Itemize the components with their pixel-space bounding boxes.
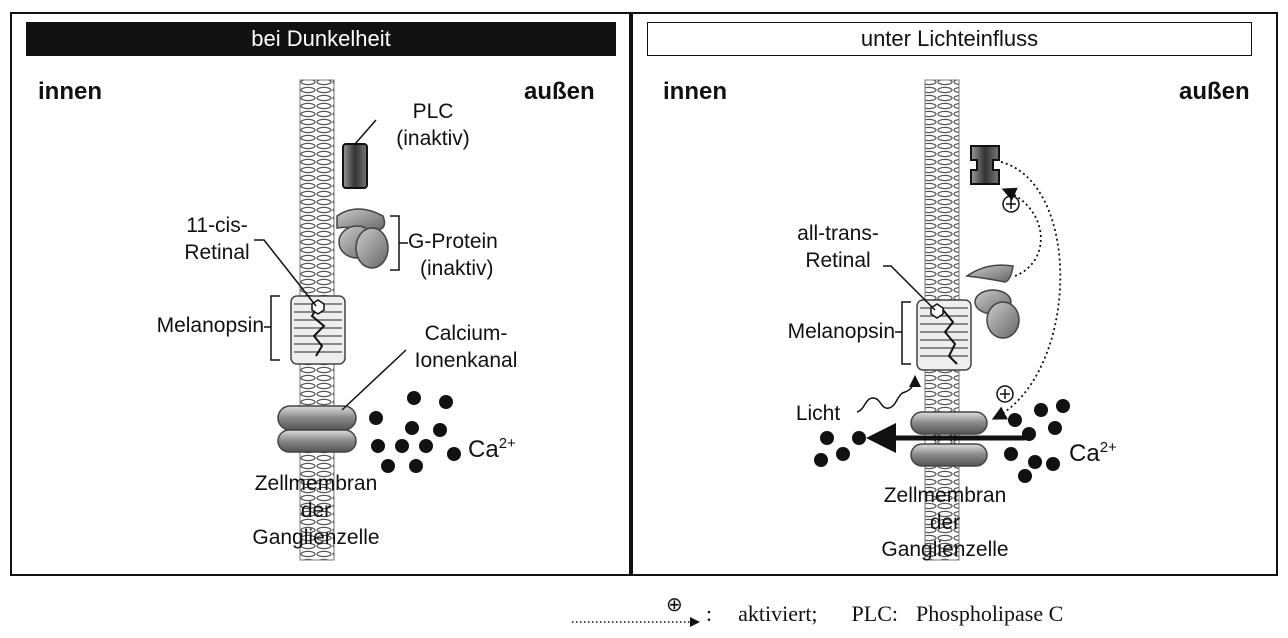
melanopsin-receptor bbox=[916, 299, 972, 371]
diagram-light bbox=[814, 79, 1070, 561]
label-inside: innen bbox=[38, 78, 102, 105]
melanopsin-label: Melanopsin bbox=[156, 314, 264, 337]
calcium-channel bbox=[277, 405, 357, 453]
melanopsin-receptor bbox=[290, 295, 346, 365]
cis-retinal-label-1: 11-cis- bbox=[186, 214, 248, 237]
legend-plc-abbr: PLC: bbox=[851, 601, 899, 626]
channel-label-1: Calcium- bbox=[424, 322, 508, 345]
calcium-ions-outside bbox=[1004, 399, 1070, 483]
label-outside: außen bbox=[524, 78, 595, 105]
panel-light: unter Lichteinfluss innen außen bbox=[631, 12, 1278, 576]
legend-plc-full: Phospholipase C bbox=[916, 601, 1064, 626]
melanopsin-label: Melanopsin bbox=[787, 320, 895, 343]
membrane-label-3: Ganglienzelle bbox=[881, 538, 1009, 561]
trans-retinal-label-1: all-trans- bbox=[797, 222, 879, 245]
calcium-channel-open bbox=[910, 411, 988, 467]
plc-protein bbox=[342, 143, 368, 189]
g-protein-label-2: (inaktiv) bbox=[420, 257, 494, 280]
ion-charge: 2+ bbox=[1099, 439, 1117, 456]
panel-dark: bei Dunkelheit innen außen bbox=[10, 12, 631, 576]
panel-title-dark: bei Dunkelheit bbox=[26, 22, 616, 56]
calcium-ions bbox=[369, 391, 461, 473]
g-protein-label-1: G-Protein bbox=[408, 230, 498, 253]
legend-plus-icon: ⊕ bbox=[666, 594, 683, 616]
diagram-dark bbox=[254, 79, 461, 561]
membrane-label-2: der bbox=[929, 511, 961, 534]
legend-colon: : bbox=[706, 601, 713, 626]
channel-label-2: Ionenkanal bbox=[414, 349, 518, 372]
plus-symbol-1 bbox=[1002, 195, 1020, 213]
g-alpha-subunit bbox=[964, 264, 1014, 283]
plc-label-2: (inaktiv) bbox=[396, 127, 470, 150]
legend-activated: aktiviert; bbox=[738, 601, 818, 626]
ion-charge: 2+ bbox=[498, 435, 516, 452]
trans-retinal-label-2: Retinal bbox=[805, 249, 871, 272]
membrane-label-1: Zellmembran bbox=[883, 484, 1007, 507]
plus-symbol-2 bbox=[996, 385, 1014, 403]
label-inside: innen bbox=[663, 78, 727, 105]
activation-arrow-plc-to-channel bbox=[991, 161, 1062, 420]
light-label: Licht bbox=[795, 402, 841, 425]
plc-active bbox=[970, 145, 1000, 185]
ion-label: Ca bbox=[468, 436, 499, 463]
plc-label-1: PLC bbox=[412, 100, 454, 123]
activation-arrow-g-to-plc bbox=[1001, 187, 1042, 277]
light-squiggle-icon bbox=[856, 375, 921, 413]
cis-retinal-label-2: Retinal bbox=[184, 241, 250, 264]
legend: ⊕ : aktiviert; PLC: Phospholipase C bbox=[570, 594, 1075, 632]
panel-title-light: unter Lichteinfluss bbox=[647, 22, 1252, 56]
g-beta-gamma bbox=[974, 289, 1020, 339]
membrane-label-3: Ganglienzelle bbox=[252, 526, 380, 549]
membrane-label-1: Zellmembran bbox=[254, 472, 378, 495]
ion-label: Ca bbox=[1069, 440, 1100, 467]
legend-dotted-arrow: ⊕ bbox=[570, 594, 710, 632]
calcium-ions-inside bbox=[814, 431, 866, 467]
label-outside: außen bbox=[1179, 78, 1250, 105]
membrane-label-2: der bbox=[300, 499, 332, 522]
